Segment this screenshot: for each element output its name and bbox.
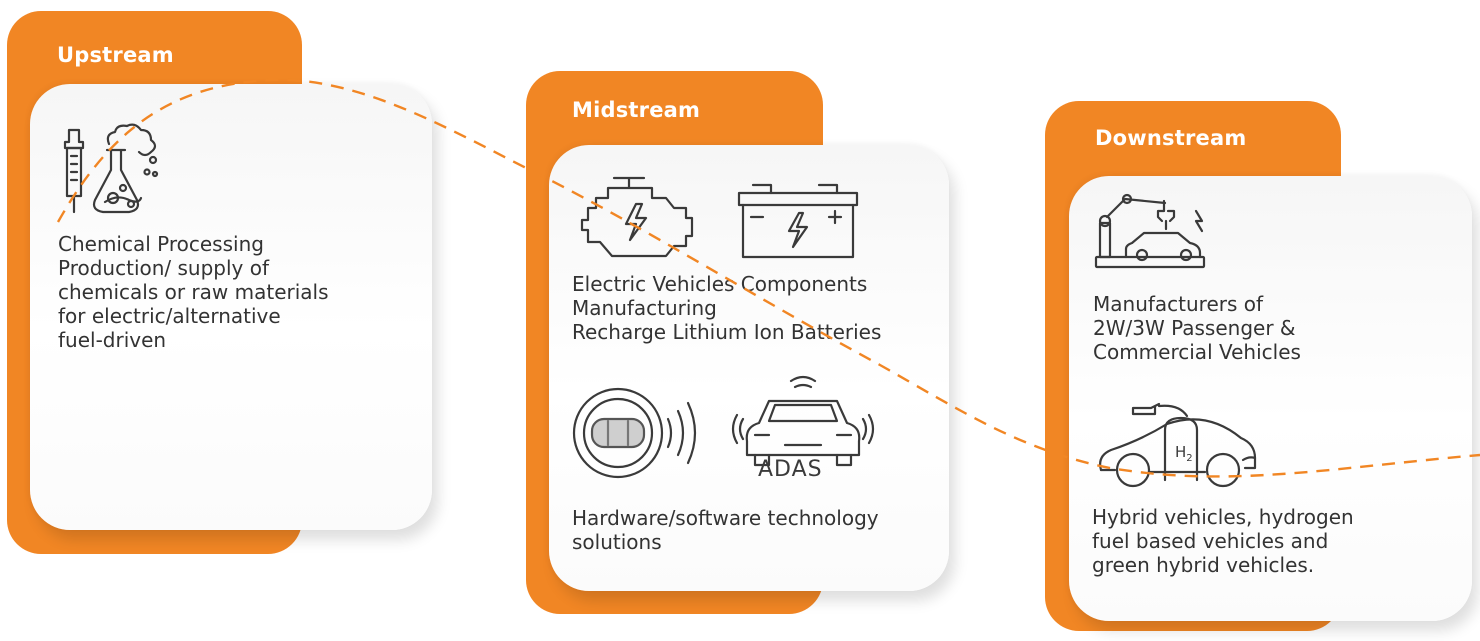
text-line: fuel-driven bbox=[58, 328, 167, 352]
text-line: Manufacturers of bbox=[1093, 292, 1264, 316]
engine-icon bbox=[580, 176, 694, 258]
adas-label: ADAS bbox=[758, 457, 823, 482]
text-line: Electric Vehicles Components bbox=[572, 272, 868, 296]
battery-icon bbox=[737, 183, 859, 259]
text-line: Hybrid vehicles, hydrogen bbox=[1092, 505, 1354, 529]
text-line: Recharge Lithium Ion Batteries bbox=[572, 320, 882, 344]
upstream-description: Chemical Processing Production/ supply o… bbox=[58, 232, 329, 352]
text-line: fuel based vehicles and bbox=[1092, 529, 1329, 553]
midstream-description-2: Hardware/software technology solutions bbox=[572, 506, 879, 554]
lab-flask-dropper-icon bbox=[63, 123, 159, 214]
h2-symbol: H bbox=[1175, 443, 1187, 461]
text-line: Production/ supply of bbox=[58, 256, 270, 280]
h2-label: H2 bbox=[1175, 440, 1193, 471]
text-line: chemicals or raw materials bbox=[58, 280, 329, 304]
text-line: 2W/3W Passenger & bbox=[1093, 316, 1296, 340]
midstream-description: Electric Vehicles Components Manufacturi… bbox=[572, 272, 881, 344]
text-line: Manufacturing bbox=[572, 296, 717, 320]
h2-subscript: 2 bbox=[1186, 453, 1193, 464]
text-line: Commercial Vehicles bbox=[1093, 340, 1301, 364]
downstream-title: Downstream bbox=[1095, 126, 1247, 150]
upstream-title: Upstream bbox=[57, 43, 174, 67]
text-line: for electric/alternative bbox=[58, 304, 281, 328]
text-line: green hybrid vehicles. bbox=[1092, 553, 1315, 577]
text-line: Hardware/software technology bbox=[572, 506, 879, 530]
midstream-title: Midstream bbox=[572, 98, 701, 122]
radar-car-icon bbox=[572, 387, 697, 479]
text-line: solutions bbox=[572, 530, 662, 554]
robot-arm-car-icon bbox=[1094, 193, 1206, 269]
downstream-description: Manufacturers of 2W/3W Passenger & Comme… bbox=[1093, 292, 1301, 364]
text-line: Chemical Processing bbox=[58, 232, 264, 256]
downstream-description-2: Hybrid vehicles, hydrogen fuel based veh… bbox=[1092, 505, 1354, 577]
